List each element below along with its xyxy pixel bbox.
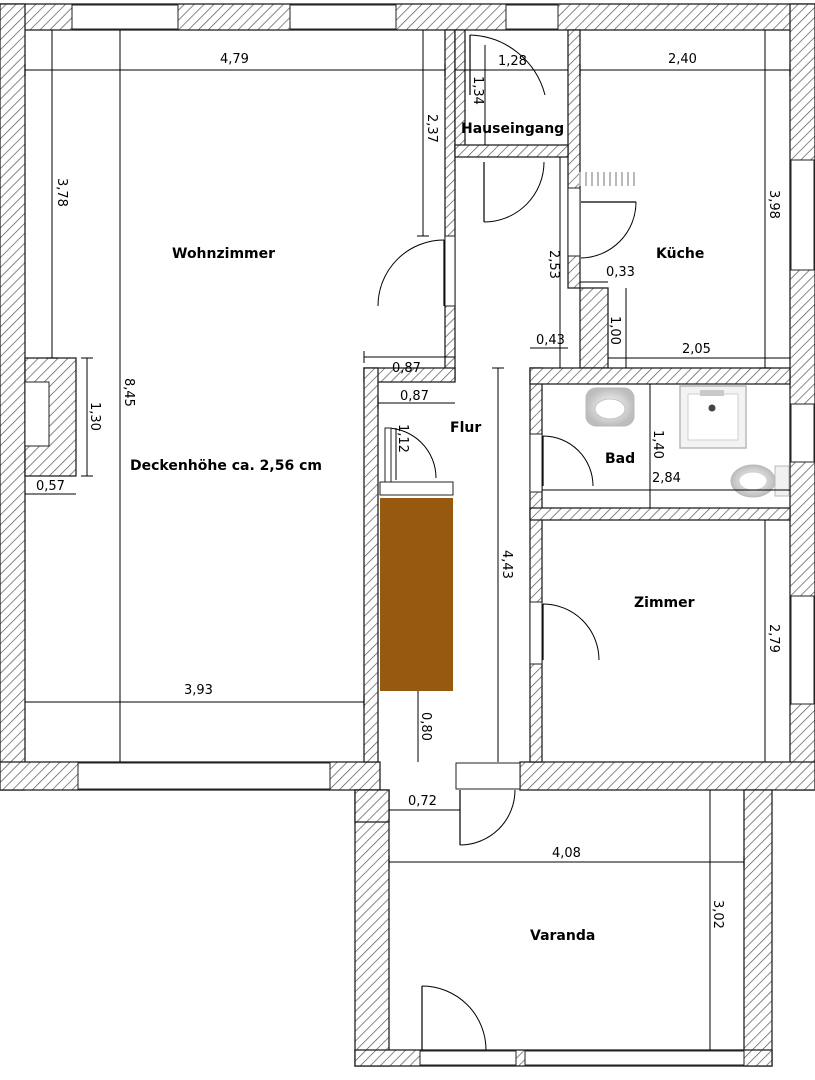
dim-zimmer-height: 2,79 (766, 624, 781, 653)
ceiling-height-note: Deckenhöhe ca. 2,56 cm (130, 458, 322, 474)
window-right-2 (790, 403, 815, 463)
dim-kitchen-pillar: 0,33 (606, 265, 635, 280)
dim-corridor-height: 2,53 (546, 250, 561, 279)
dim-wohn-upper-right: 2,37 (424, 114, 439, 143)
wall-bottom-right (519, 761, 815, 791)
dim-kitchen-height: 3,98 (766, 190, 781, 219)
dim-wohn-width-bottom: 3,93 (184, 683, 213, 698)
shower-icon (679, 385, 747, 449)
toilet-icon (730, 464, 790, 498)
dim-flur-length: 4,43 (499, 550, 514, 579)
dim-wohn-pillar-width: 0,57 (36, 479, 65, 494)
wall-wohn-flur-lower (363, 367, 379, 763)
room-label-bad: Bad (605, 451, 635, 467)
fixtures (379, 172, 790, 691)
dim-bad-width: 2,84 (652, 471, 681, 486)
dim-kitchen-low-width: 2,05 (682, 342, 711, 357)
window-top-3 (505, 4, 559, 30)
wall-bad-bottom (529, 507, 791, 521)
dimension-labels: 4,79 3,78 8,45 1,30 0,57 3,93 2,37 0,87 … (36, 52, 781, 929)
window-right-1 (790, 159, 815, 271)
radiator-icon (579, 172, 635, 186)
window-top-2 (289, 4, 397, 30)
dim-flur-niche: 1,12 (395, 424, 410, 453)
window-varanda-bottom-left (419, 1050, 517, 1066)
wall-wohn-flur-upper (444, 29, 456, 381)
dim-corridor-width: 0,43 (536, 333, 565, 348)
dim-wohn-height-left: 3,78 (54, 178, 69, 207)
opening-flur-bottom (455, 762, 521, 790)
room-label-zimmer: Zimmer (634, 595, 695, 611)
room-label-wohnzimmer: Wohnzimmer (172, 246, 275, 262)
dim-kitchen-width: 2,40 (668, 52, 697, 67)
dimension-lines (24, 30, 791, 1050)
dim-varanda-width: 4,08 (552, 846, 581, 861)
niche-shelf (379, 481, 454, 496)
windows (24, 4, 815, 1066)
dim-wohn-total-height: 8,45 (121, 378, 136, 407)
wall-kitchen-pillar (579, 287, 609, 369)
dim-wohn-width-top: 4,79 (220, 52, 249, 67)
wardrobe (380, 498, 453, 691)
dim-wohn-pillar-height: 1,30 (87, 402, 102, 431)
window-varanda-bottom (524, 1050, 745, 1066)
dim-varanda-small: 0,72 (408, 794, 437, 809)
wall-varanda-left (354, 789, 390, 1067)
dim-varanda-height: 3,02 (710, 900, 725, 929)
dim-flur-width: 0,87 (400, 389, 429, 404)
dim-wohn-step: 0,87 (392, 361, 421, 376)
wall-left (0, 3, 26, 791)
room-label-flur: Flur (450, 420, 481, 436)
wall-bad-top (529, 367, 791, 385)
wall-entrance-bottom (454, 144, 569, 158)
dim-entrance-width: 1,28 (498, 54, 527, 69)
dim-bad-height: 1,40 (650, 430, 665, 459)
room-label-kueche: Küche (656, 246, 704, 262)
niche-rail (384, 427, 392, 483)
room-label-varanda: Varanda (530, 928, 595, 944)
room-label-hauseingang: Hauseingang (461, 121, 564, 137)
window-left-pillar (24, 381, 50, 447)
dim-entrance-depth: 1,34 (470, 76, 485, 105)
wall-varanda-right (743, 789, 773, 1067)
room-labels: Wohnzimmer Hauseingang Küche Flur Bad Zi… (130, 121, 704, 944)
dim-flur-bottom: 0,80 (418, 712, 433, 741)
dim-kitchen-low-height: 1,00 (607, 316, 622, 345)
window-bottom-1 (77, 762, 331, 790)
wall-varanda-top-left (354, 789, 390, 823)
window-right-3 (790, 595, 815, 705)
wall-flur-right (529, 367, 543, 763)
sink-icon (585, 387, 635, 427)
window-top-1 (71, 4, 179, 30)
